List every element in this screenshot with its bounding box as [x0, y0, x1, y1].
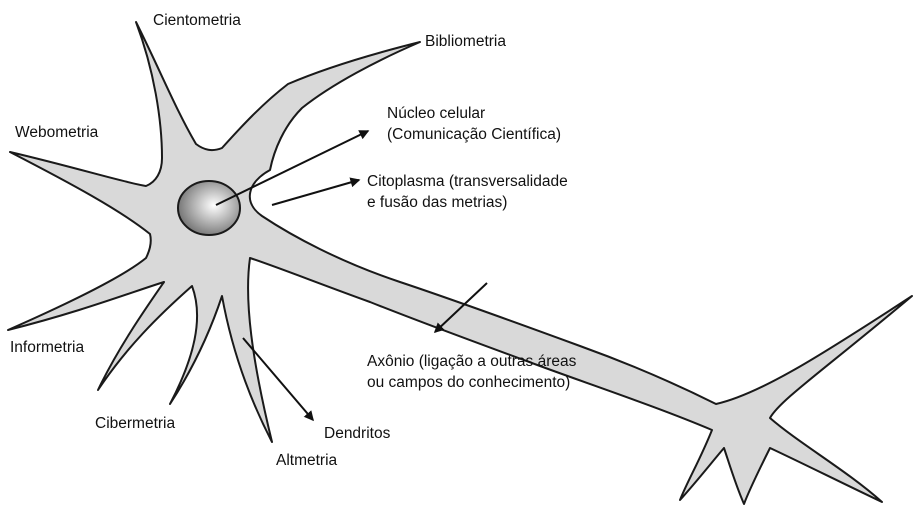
cell-nucleus [178, 181, 240, 235]
label-dendritos: Dendritos [324, 423, 390, 444]
annotation-nucleo-line2: (Comunicação Científica) [387, 124, 561, 145]
label-cibermetria: Cibermetria [95, 413, 175, 434]
label-webometria: Webometria [15, 122, 98, 143]
annotation-axonio-line2: ou campos do conhecimento) [367, 372, 576, 393]
citoplasma-arrow [272, 180, 359, 205]
annotation-citoplasma-line2: e fusão das metrias) [367, 192, 568, 213]
label-altmetria: Altmetria [276, 450, 337, 471]
annotation-citoplasma: Citoplasma (transversalidade e fusão das… [367, 171, 568, 213]
annotation-nucleo-line1: Núcleo celular [387, 103, 561, 124]
label-bibliometria: Bibliometria [425, 31, 506, 52]
annotation-citoplasma-line1: Citoplasma (transversalidade [367, 171, 568, 192]
label-cientometria: Cientometria [153, 10, 241, 31]
label-informetria: Informetria [10, 337, 84, 358]
annotation-axonio-line1: Axônio (ligação a outras áreas [367, 351, 576, 372]
annotation-axonio: Axônio (ligação a outras áreas ou campos… [367, 351, 576, 393]
annotation-nucleo: Núcleo celular (Comunicação Científica) [387, 103, 561, 145]
